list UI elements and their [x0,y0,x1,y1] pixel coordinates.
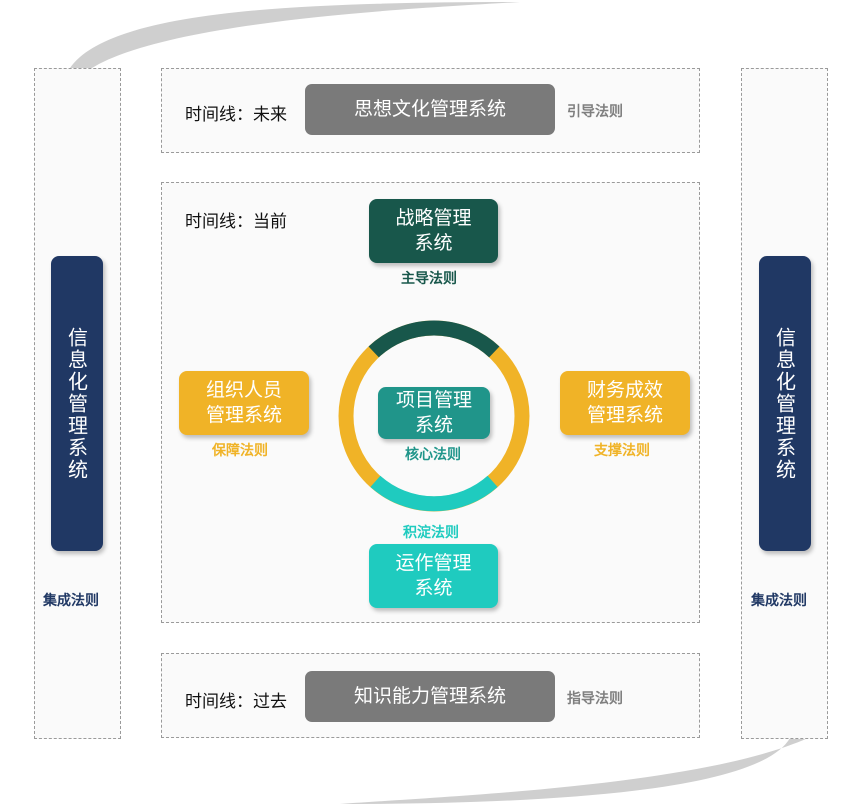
project-system: 项目管理 系统 [378,387,490,439]
left-rule: 集成法则 [43,593,99,609]
right-info-system: 信息化管理系统 [759,256,811,551]
middle-timeline: 时间线：当前 [185,212,287,232]
right-rule: 集成法则 [751,593,807,609]
operation-rule: 积淀法则 [403,525,459,541]
knowledge-system: 知识能力管理系统 [305,671,555,722]
bottom-timeline: 时间线：过去 [185,692,287,712]
finance-rule: 支撑法则 [594,443,650,459]
strategy-rule: 主导法则 [401,271,457,287]
bottom-rule: 指导法则 [567,691,623,707]
strategy-system: 战略管理 系统 [369,199,498,263]
thought-culture-system: 思想文化管理系统 [305,84,555,135]
organization-system: 组织人员 管理系统 [179,371,309,435]
left-panel [34,68,121,739]
ring-green-arc [368,320,500,358]
organization-rule: 保障法则 [212,443,268,459]
operation-system: 运作管理 系统 [369,544,498,608]
finance-system: 财务成效 管理系统 [560,371,690,435]
left-info-system-label: 信息化管理系统 [64,326,89,481]
ring-teal-arc [370,475,498,512]
project-rule: 核心法则 [405,447,461,463]
top-rule: 引导法则 [567,104,623,120]
left-info-system: 信息化管理系统 [51,256,103,551]
right-info-system-label: 信息化管理系统 [772,326,797,481]
top-timeline: 时间线：未来 [185,105,287,125]
